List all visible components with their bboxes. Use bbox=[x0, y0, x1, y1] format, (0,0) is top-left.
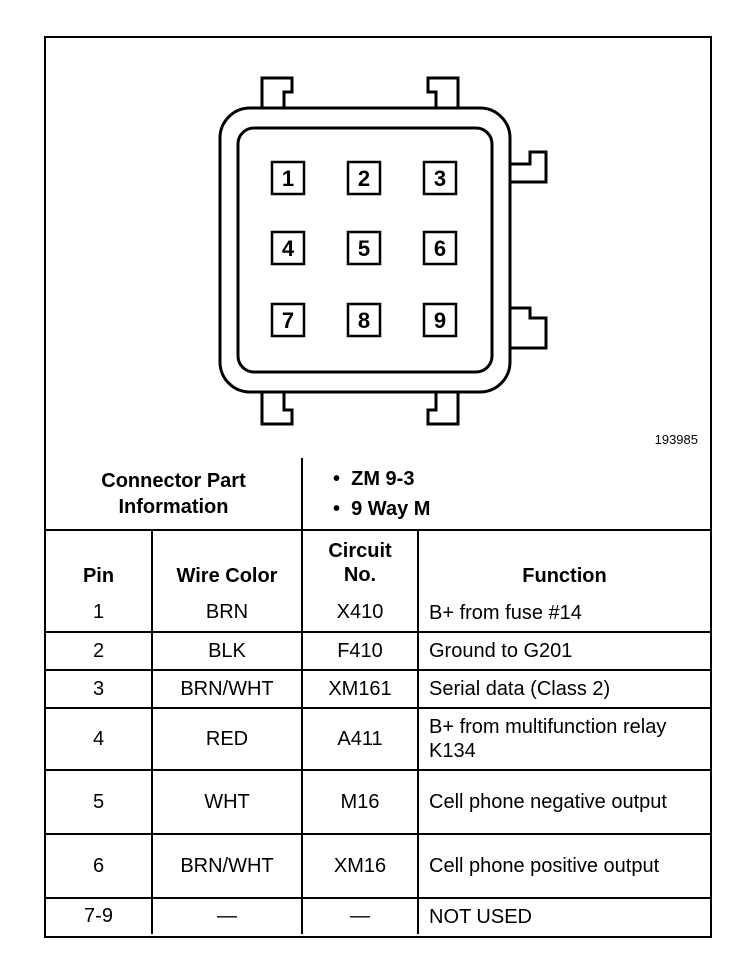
pin-box: 4 bbox=[270, 230, 306, 266]
header-function: Function bbox=[417, 529, 710, 594]
latch-bottom-right bbox=[426, 392, 460, 426]
wire-color-cell: BRN/WHT bbox=[151, 669, 303, 709]
connector-housing-inner bbox=[236, 126, 494, 374]
circuit-cell: A411 bbox=[301, 707, 419, 771]
pin-box: 1 bbox=[270, 160, 306, 196]
function-cell: Cell phone negative output bbox=[417, 769, 710, 835]
pin-label: 9 bbox=[434, 308, 446, 333]
wire-color-cell: BLK bbox=[151, 631, 303, 671]
wire-color-cell: WHT bbox=[151, 769, 303, 835]
pin-cell: 1 bbox=[46, 594, 153, 633]
function-cell: Ground to G201 bbox=[417, 631, 710, 671]
pin-cell: 6 bbox=[46, 833, 153, 899]
function-cell: NOT USED bbox=[417, 897, 710, 934]
figure-id: 193985 bbox=[654, 432, 698, 447]
connector-housing-outer bbox=[218, 106, 512, 394]
circuit-cell: M16 bbox=[301, 769, 419, 835]
circuit-cell: X410 bbox=[301, 594, 419, 633]
circuit-cell: F410 bbox=[301, 631, 419, 671]
wire-color-cell: BRN/WHT bbox=[151, 833, 303, 899]
pin-label: 4 bbox=[282, 236, 295, 261]
pin-box: 6 bbox=[422, 230, 458, 266]
header-pin: Pin bbox=[46, 529, 153, 594]
header-wire-color: Wire Color bbox=[151, 529, 303, 594]
connector-info-values: ZM 9-3 9 Way M bbox=[301, 458, 710, 531]
connector-info-value: 9 Way M bbox=[333, 494, 704, 524]
latch-top-right bbox=[426, 76, 460, 108]
latch-right-upper bbox=[510, 150, 548, 184]
pin-label: 5 bbox=[358, 236, 370, 261]
pin-cell: 3 bbox=[46, 669, 153, 709]
connector-info-label: Connector Part Information bbox=[46, 458, 303, 531]
pin-box: 3 bbox=[422, 160, 458, 196]
function-cell: B+ from fuse #14 bbox=[417, 594, 710, 633]
pin-cell: 4 bbox=[46, 707, 153, 771]
circuit-cell: — bbox=[301, 897, 419, 934]
function-cell: Serial data (Class 2) bbox=[417, 669, 710, 709]
connector-table: Connector Part Information ZM 9-3 9 Way … bbox=[46, 458, 710, 934]
table-row: 7-9——NOT USED bbox=[46, 897, 710, 934]
pin-label: 1 bbox=[282, 166, 294, 191]
pin-label: 8 bbox=[358, 308, 370, 333]
connector-info-value: ZM 9-3 bbox=[333, 464, 704, 494]
circuit-cell: XM16 bbox=[301, 833, 419, 899]
pin-cell: 5 bbox=[46, 769, 153, 835]
wire-color-cell: — bbox=[151, 897, 303, 934]
latch-top-left bbox=[260, 76, 294, 108]
connector-info-row: Connector Part Information ZM 9-3 9 Way … bbox=[46, 458, 710, 531]
wire-color-cell: RED bbox=[151, 707, 303, 771]
connector-diagram: 1 2 3 4 5 6 7 8 9 bbox=[218, 76, 548, 426]
pin-label: 3 bbox=[434, 166, 446, 191]
pin-box: 9 bbox=[422, 302, 458, 338]
circuit-cell: XM161 bbox=[301, 669, 419, 709]
pin-label: 7 bbox=[282, 308, 294, 333]
pin-box: 7 bbox=[270, 302, 306, 338]
wire-color-cell: BRN bbox=[151, 594, 303, 633]
latch-bottom-left bbox=[260, 392, 294, 426]
function-cell: Cell phone positive output bbox=[417, 833, 710, 899]
pin-box: 8 bbox=[346, 302, 382, 338]
pin-label: 6 bbox=[434, 236, 446, 261]
pin-cell: 7-9 bbox=[46, 897, 153, 934]
pin-label: 2 bbox=[358, 166, 370, 191]
pin-box: 5 bbox=[346, 230, 382, 266]
latch-right-lower bbox=[510, 306, 548, 350]
function-cell: B+ from multifunction relay K134 bbox=[417, 707, 710, 771]
pin-box: 2 bbox=[346, 160, 382, 196]
pin-cell: 2 bbox=[46, 631, 153, 671]
